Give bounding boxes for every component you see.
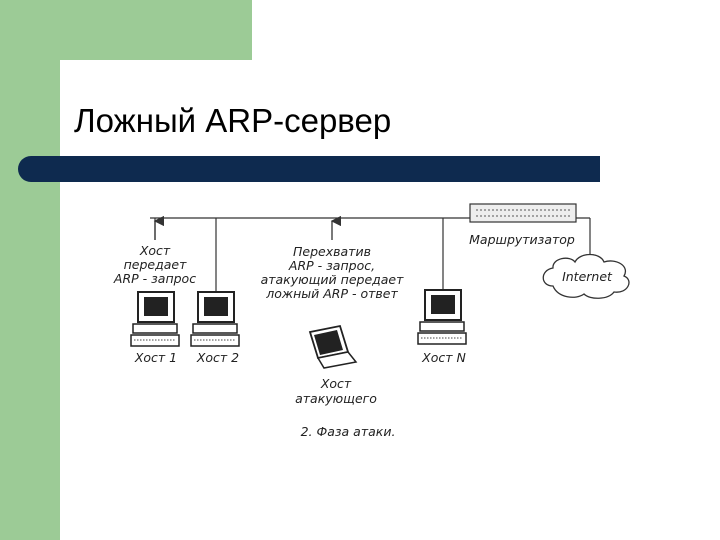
label-host2: Хост 2: [196, 350, 239, 365]
svg-text:Хост: Хост: [139, 243, 171, 258]
label-hostN: Хост N: [421, 350, 466, 365]
svg-text:атакующего: атакующего: [295, 391, 377, 406]
svg-text:передает: передает: [124, 257, 187, 272]
label-internet: Internet: [562, 269, 613, 284]
svg-text:Хост: Хост: [320, 376, 352, 391]
label-intercept: Перехватив ARP - запрос, атакующий перед…: [261, 244, 405, 301]
desktop-computer-icon: [190, 291, 240, 347]
label-host-sends: Хост передает ARP - запрос: [113, 243, 196, 286]
desktop-computer-icon: [130, 291, 180, 347]
router-icon: [469, 203, 577, 223]
svg-text:ARP - запрос: ARP - запрос: [113, 271, 196, 286]
green-accent-left: [0, 0, 60, 540]
cloud-icon: [542, 253, 630, 299]
title-underline-bar: [18, 156, 600, 182]
svg-text:ложный ARP - ответ: ложный ARP - ответ: [265, 286, 398, 301]
svg-text:ARP - запрос,: ARP - запрос,: [288, 258, 375, 273]
label-host1: Хост 1: [134, 350, 177, 365]
laptop-icon: [308, 324, 358, 369]
label-router: Маршрутизатор: [469, 232, 575, 247]
label-attacker: Хост атакующего: [295, 376, 377, 406]
svg-text:Перехватив: Перехватив: [293, 244, 371, 259]
slide-title: Ложный ARP-сервер: [74, 102, 392, 139]
diagram-caption: 2. Фаза атаки.: [301, 424, 396, 439]
desktop-computer-icon: [417, 289, 467, 345]
svg-text:атакующий передает: атакующий передает: [261, 272, 405, 287]
